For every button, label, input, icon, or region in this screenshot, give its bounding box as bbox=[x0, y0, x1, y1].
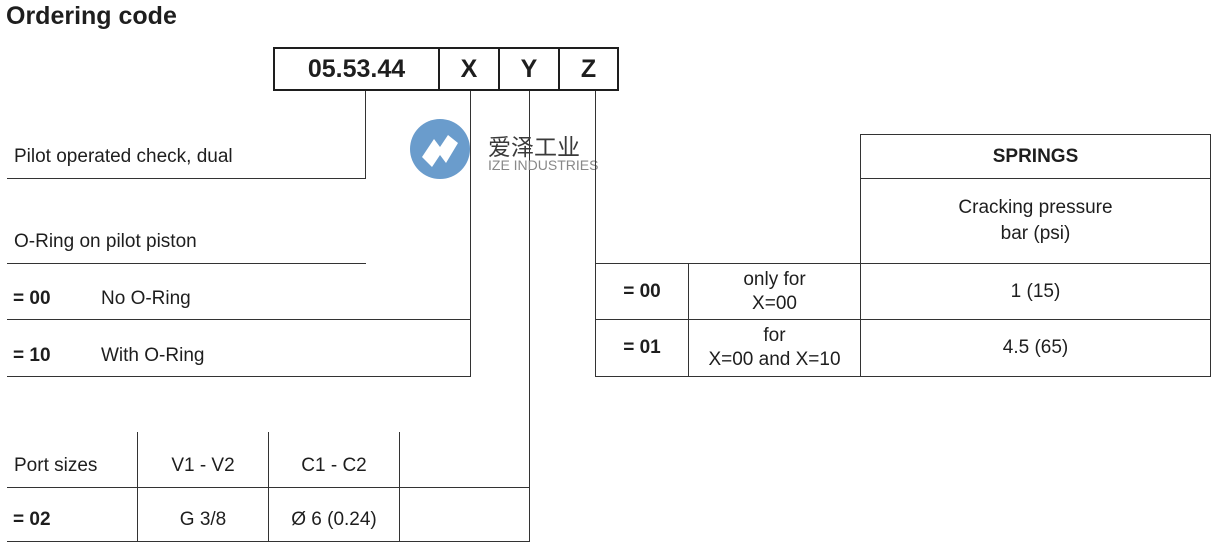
oring-option-code: = 10 bbox=[13, 345, 51, 366]
oring-option-code: = 00 bbox=[13, 288, 51, 309]
springs-row-condition-line1: for bbox=[763, 325, 786, 346]
code-field-x: X bbox=[438, 49, 498, 89]
code-field-y: Y bbox=[498, 49, 558, 89]
springs-heading: SPRINGS bbox=[860, 134, 1211, 179]
ordering-code-box: 05.53.44 X Y Z bbox=[273, 47, 619, 91]
springs-row: = 01 for X=00 and X=10 4.5 (65) bbox=[595, 319, 1211, 377]
port-col-divider bbox=[268, 432, 269, 541]
port-row-c1c2: Ø 6 (0.24) bbox=[291, 509, 377, 530]
port-col-divider bbox=[137, 432, 138, 541]
springs-subheading: Cracking pressure bar (psi) bbox=[860, 178, 1211, 264]
divider-oring-row bbox=[7, 319, 471, 320]
watermark-logo-icon bbox=[408, 117, 472, 181]
port-row-v1v2: G 3/8 bbox=[179, 509, 227, 530]
watermark-en: IZE INDUSTRIES bbox=[488, 157, 599, 173]
divider-description bbox=[7, 178, 366, 179]
oring-option-label: With O-Ring bbox=[101, 345, 205, 366]
springs-row: = 00 only for X=00 1 (15) bbox=[595, 263, 1211, 320]
port-row-divider bbox=[7, 487, 530, 488]
oring-heading: O-Ring on pilot piston bbox=[14, 231, 197, 252]
port-header-label: Port sizes bbox=[14, 455, 98, 476]
port-col-divider bbox=[399, 432, 400, 541]
springs-table: SPRINGS Cracking pressure bar (psi) = 00… bbox=[595, 134, 1211, 377]
connector-line-x bbox=[470, 91, 471, 377]
springs-row-condition-line1: only for bbox=[743, 268, 806, 290]
page-title: Ordering code bbox=[6, 2, 177, 30]
springs-row-value: 1 (15) bbox=[860, 263, 1211, 320]
connector-line-base bbox=[365, 91, 366, 178]
springs-subheading-line2: bar (psi) bbox=[1000, 223, 1071, 244]
springs-row-value: 4.5 (65) bbox=[860, 319, 1211, 377]
port-row-code: = 02 bbox=[13, 509, 51, 530]
code-base: 05.53.44 bbox=[307, 54, 406, 83]
springs-row-code: = 00 bbox=[595, 263, 689, 320]
divider-oring-heading bbox=[7, 263, 366, 264]
springs-row-condition-line2: X=00 and X=10 bbox=[708, 349, 841, 370]
springs-row-code: = 01 bbox=[595, 319, 689, 377]
port-header-v1v2: V1 - V2 bbox=[171, 455, 235, 476]
description-label: Pilot operated check, dual bbox=[14, 146, 233, 167]
port-row-divider bbox=[7, 541, 530, 542]
watermark-cn: 爱泽工业 bbox=[488, 135, 580, 161]
divider-oring-row bbox=[7, 376, 471, 377]
springs-row-condition-line2: X=00 bbox=[752, 292, 797, 314]
springs-row-condition: only for X=00 bbox=[688, 263, 861, 320]
oring-option-label: No O-Ring bbox=[101, 288, 191, 309]
springs-subheading-line1: Cracking pressure bbox=[958, 197, 1113, 218]
connector-line-y bbox=[529, 91, 530, 542]
springs-row-condition: for X=00 and X=10 bbox=[688, 319, 861, 377]
port-header-c1c2: C1 - C2 bbox=[301, 455, 367, 476]
code-field-z: Z bbox=[558, 49, 617, 89]
